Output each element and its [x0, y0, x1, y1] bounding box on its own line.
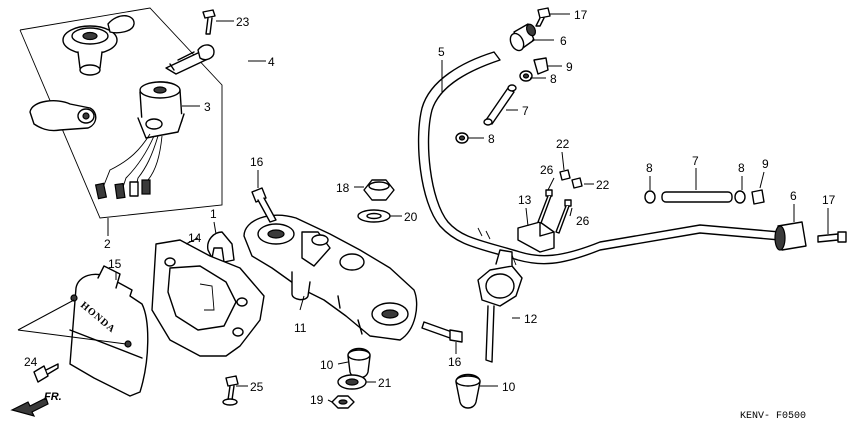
- screw-25: [222, 375, 239, 406]
- clip-9-top: [533, 57, 549, 75]
- callout-10-center: 10: [320, 358, 334, 372]
- bolts-26: [537, 189, 572, 234]
- callout-14: 14: [188, 231, 202, 245]
- nut-19: [331, 395, 355, 409]
- callout-8-right2: 8: [738, 161, 745, 175]
- screw-17-right: [817, 231, 847, 243]
- callout-3: 3: [204, 100, 211, 114]
- callout-11: 11: [294, 321, 307, 335]
- emblem-panel-15: HONDA: [69, 265, 149, 397]
- bracket-14: [151, 239, 265, 357]
- callout-16-left: 16: [250, 155, 264, 169]
- callout-7-left: 7: [522, 104, 529, 118]
- weight-rod-7-right: [644, 189, 765, 205]
- callout-12: 12: [524, 312, 538, 326]
- side-bracket: [29, 100, 97, 132]
- callout-26-bottom: 26: [576, 214, 590, 228]
- clip-1: [207, 231, 235, 263]
- washer-21: [337, 374, 367, 390]
- callout-8-top: 8: [550, 72, 557, 86]
- group-outline: [19, 7, 223, 219]
- callout-22-top: 22: [556, 137, 570, 151]
- callout-6-top: 6: [560, 34, 567, 48]
- callout-20: 20: [404, 210, 418, 224]
- handlebar-holder-12: [477, 249, 523, 363]
- cushion-10-center: [347, 347, 371, 379]
- wire-harness: [94, 133, 163, 200]
- callout-21: 21: [378, 376, 392, 390]
- nut-8-mid: [455, 132, 469, 144]
- callout-23: 23: [236, 15, 250, 29]
- callout-13: 13: [518, 193, 532, 207]
- ignition-cap: [62, 15, 135, 76]
- callout-6-right: 6: [790, 189, 797, 203]
- handlebar: [417, 51, 781, 266]
- callout-9-right: 9: [762, 157, 769, 171]
- washer-20: [357, 209, 391, 223]
- callout-10-right: 10: [502, 380, 516, 394]
- key: [165, 44, 215, 75]
- callout-2: 2: [104, 237, 111, 251]
- callout-25: 25: [250, 380, 264, 394]
- callout-8-right1: 8: [646, 161, 653, 175]
- cushion-10-right: [455, 373, 481, 409]
- callout-5: 5: [438, 45, 445, 59]
- callout-1: 1: [210, 207, 217, 221]
- screw-17-top: [535, 7, 551, 27]
- callout-24: 24: [24, 355, 38, 369]
- direction-label: FR.: [44, 391, 62, 403]
- callout-7-right: 7: [692, 154, 699, 168]
- bar-end-weight-6-right: [774, 221, 807, 251]
- diagram-code: KENV- F0500: [740, 411, 806, 422]
- callout-4: 4: [268, 55, 275, 69]
- front-arrow: FR.: [10, 391, 62, 417]
- bar-end-weight-6-top: [509, 23, 537, 52]
- ignition-switch: [137, 81, 185, 139]
- callouts: 23 4 3 2 5 6 9 8 7 8 17 8 7 8 9 6 17 22 …: [24, 8, 836, 407]
- cap-18: [363, 179, 395, 201]
- callout-17-right: 17: [822, 193, 836, 207]
- callout-16-right: 16: [448, 355, 462, 369]
- callout-17-top: 17: [574, 8, 588, 22]
- weight-rod-7-left: [483, 84, 517, 126]
- clips-22: [559, 169, 583, 189]
- callout-19: 19: [310, 393, 324, 407]
- bolt-16-left: [251, 187, 277, 223]
- ignition-group: [19, 7, 223, 219]
- top-bridge-11: [243, 214, 418, 341]
- holder-13: [517, 221, 555, 253]
- callout-9-top: 9: [566, 60, 573, 74]
- callout-18: 18: [336, 181, 350, 195]
- leader-lines: [17, 13, 829, 403]
- callout-26-top: 26: [540, 163, 554, 177]
- bolt-23: [202, 9, 216, 35]
- callout-22-right: 22: [596, 178, 610, 192]
- callout-8-mid: 8: [488, 132, 495, 146]
- callout-15: 15: [108, 257, 122, 271]
- bolt-16-right: [421, 321, 463, 343]
- screw-24: [33, 363, 59, 383]
- nut-8-top: [519, 70, 533, 82]
